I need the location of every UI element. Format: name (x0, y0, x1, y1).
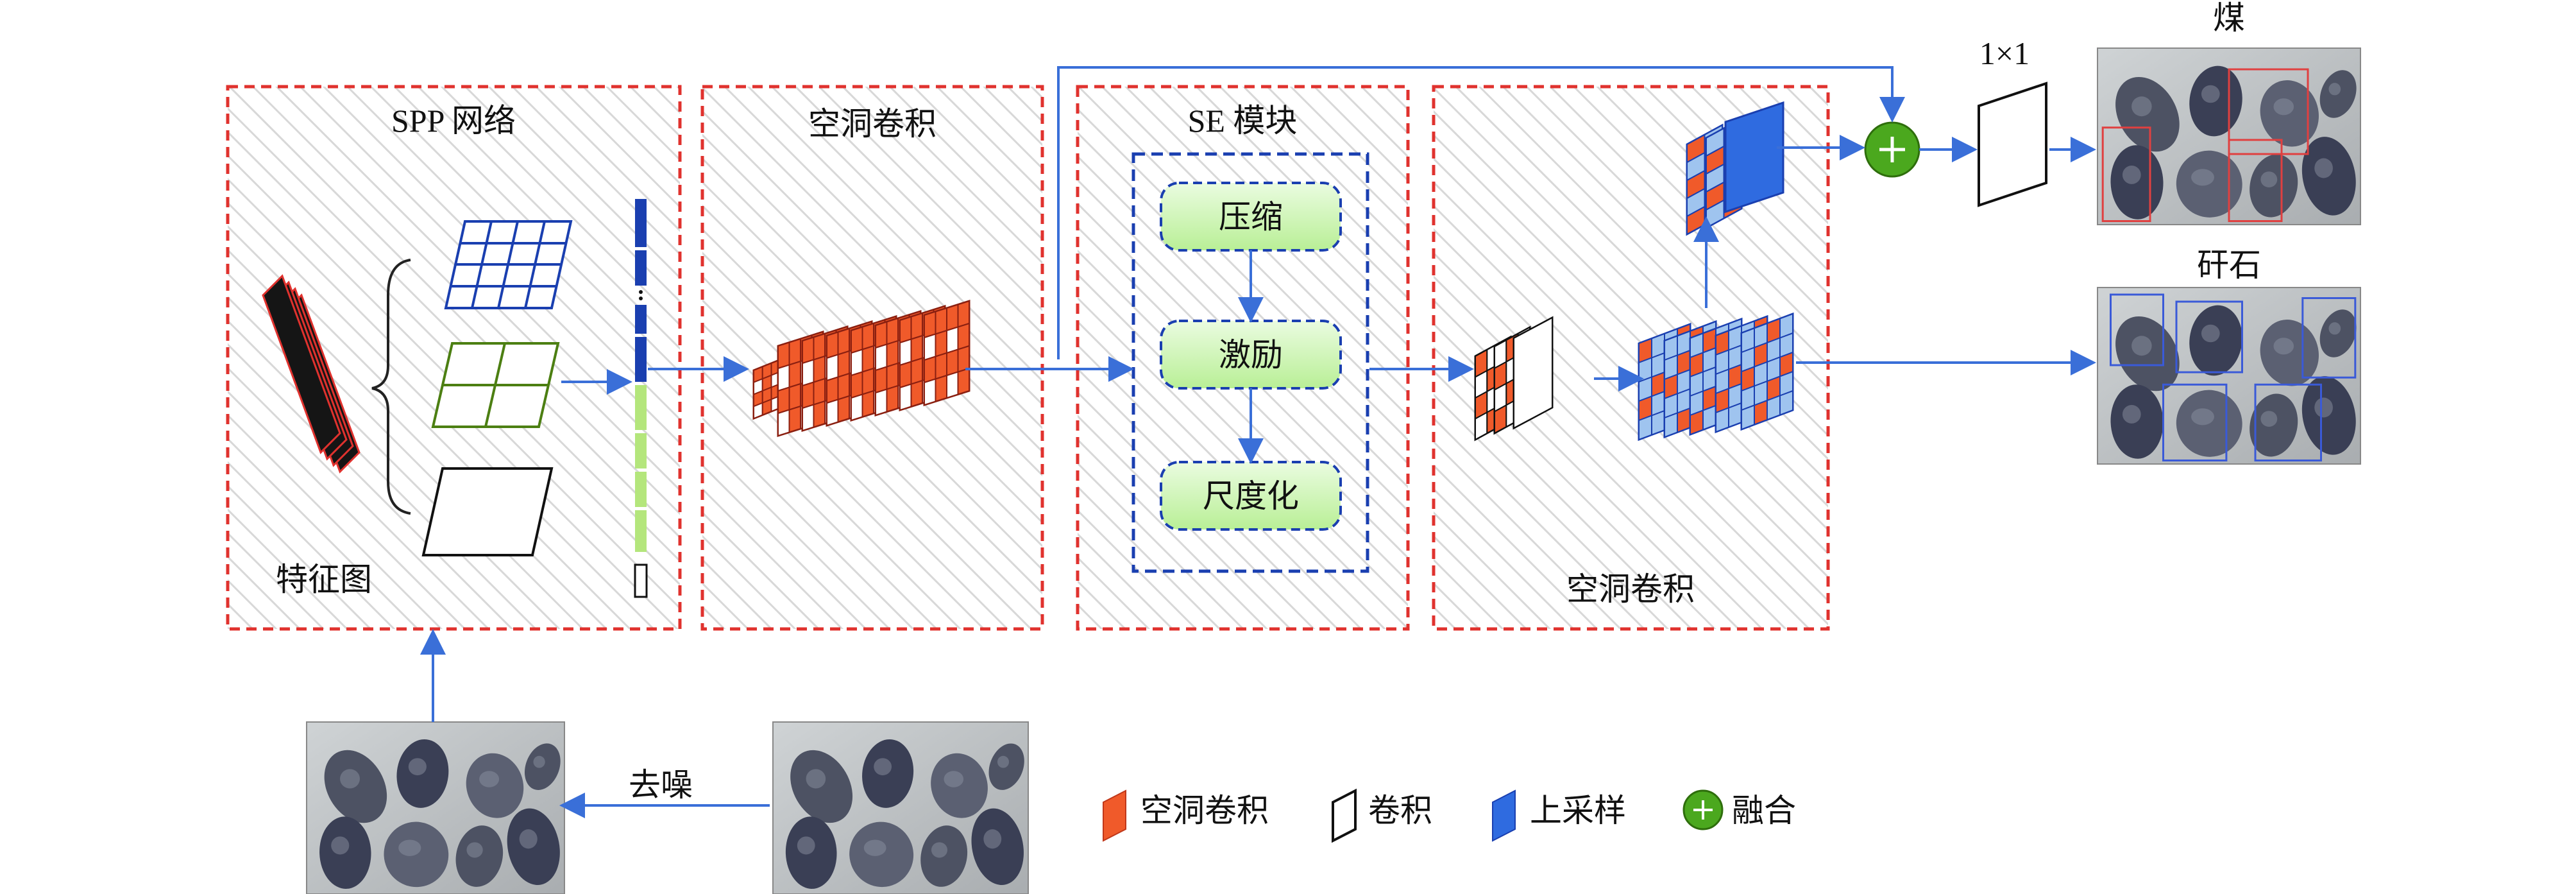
se-title: SE 模块 (1188, 103, 1298, 139)
se-step-label: 压缩 (1219, 198, 1283, 236)
legend-dilated-conv-label: 空洞卷积 (1140, 792, 1269, 829)
legend-dilated-conv: 空洞卷积 (1103, 789, 1269, 842)
legend-upsample-label: 上采样 (1530, 792, 1626, 829)
gangue-label: 矸石 (2197, 246, 2261, 284)
legend-fusion-label: 融合 (1732, 792, 1796, 829)
denoised-image (306, 721, 565, 894)
legend: 空洞卷积 卷积 上采样 融合 (1103, 788, 1796, 843)
feature-map-stack (262, 274, 360, 474)
flow-arrows (420, 66, 2096, 818)
spp-grid-1x1 (421, 467, 554, 556)
legend-upsample: 上采样 (1492, 789, 1626, 842)
se-step-squeeze: 压缩 (1160, 182, 1342, 252)
output-gangue-image (2097, 287, 2361, 465)
legend-conv: 卷积 (1332, 788, 1432, 843)
dilated-conv-title-1: 空洞卷积 (808, 105, 936, 142)
spp-title: SPP 网络 (391, 103, 516, 139)
raw-input-image (772, 721, 1029, 894)
dilated-conv-stack-1 (752, 299, 970, 438)
se-inner-frame (1131, 152, 1369, 573)
top-conv-label: 1×1 (1979, 35, 2029, 71)
output-coal-image (2097, 47, 2361, 225)
conv-dilated-mix-stack (1474, 316, 1554, 442)
se-step-excitation: 激励 (1160, 320, 1342, 390)
denoise-label: 去噪 (629, 766, 693, 804)
fusion-node (1864, 121, 1920, 178)
dilated-conv-title-2: 空洞卷积 (1566, 571, 1695, 608)
conv-1x1-block (1978, 82, 2047, 207)
arrow-skip-connection (1057, 66, 1905, 359)
se-step-label: 激励 (1219, 336, 1283, 374)
se-step-scale: 尺度化 (1160, 461, 1342, 531)
legend-fusion: 融合 (1682, 789, 1796, 830)
legend-conv-label: 卷积 (1368, 792, 1432, 829)
spp-grid-2x2 (431, 342, 560, 428)
upsample-stack (1686, 101, 1784, 236)
spp-grid-4x4 (444, 220, 573, 309)
spp-brace (371, 259, 411, 515)
spp-output-vector (634, 199, 648, 598)
light-blue-dilated-stack (1638, 312, 1794, 442)
coal-label: 煤 (2213, 0, 2245, 37)
se-step-label: 尺度化 (1203, 477, 1299, 515)
feature-map-label: 特征图 (276, 561, 372, 598)
